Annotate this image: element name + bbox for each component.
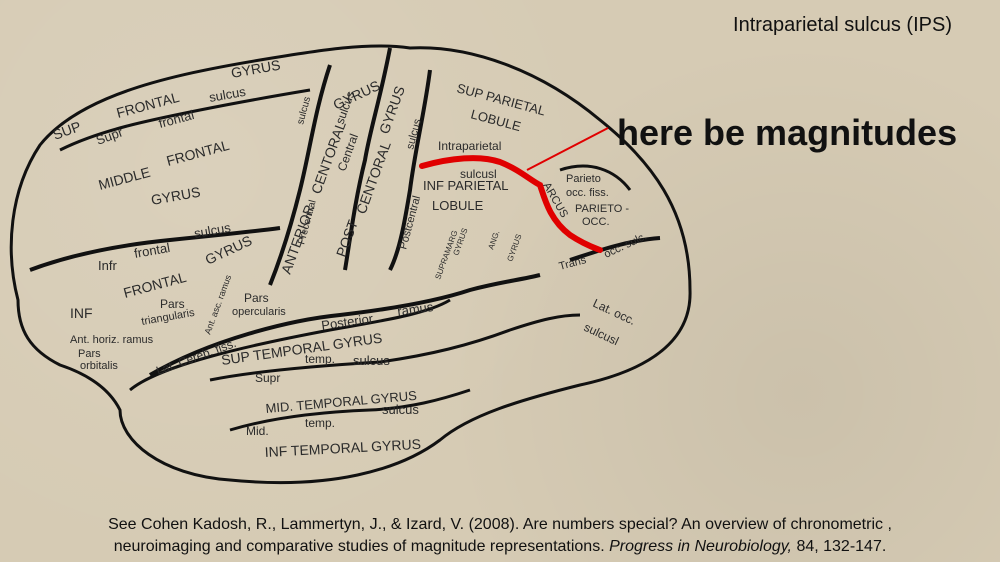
label-ramus: ramus xyxy=(396,299,434,319)
label-anterior: ANTERIOR xyxy=(278,203,318,276)
label-ant-horiz-ramus: Ant. horiz. ramus xyxy=(70,334,154,346)
label-post: POST xyxy=(333,217,361,259)
label-sulcus-t2: sulcus xyxy=(382,402,419,417)
label-lobule-inf: LOBULE xyxy=(432,198,484,213)
central-sulcus xyxy=(343,47,392,271)
inferior-frontal-sulcus xyxy=(29,226,281,272)
label-frontal-mid: FRONTAL xyxy=(165,137,231,169)
label-gyrus-top: GYRUS xyxy=(230,57,282,81)
precentral-sulcus xyxy=(268,64,332,286)
label-trans: Trans xyxy=(558,254,588,273)
transverse-occipital-sulcus xyxy=(569,236,661,262)
slide-title: Intraparietal sulcus (IPS) xyxy=(733,14,952,36)
superior-frontal-sulcus xyxy=(59,88,311,152)
superior-temporal-sulcus xyxy=(209,313,581,382)
label-infr: Infr xyxy=(98,258,117,273)
label-sulcusl2: sulcusl xyxy=(582,320,621,348)
label-sup-parietal: SUP PARIETAL xyxy=(455,80,547,118)
temporal-lobe-boundary xyxy=(129,298,451,392)
citation-tail: 84, 132-147. xyxy=(792,538,887,555)
citation-journal: Progress in Neurobiology, xyxy=(609,538,792,555)
label-frontal-small: frontal xyxy=(157,107,196,131)
pointer-line xyxy=(526,127,609,171)
label-frontal-infr: frontal xyxy=(133,240,171,261)
label-sulcus-t: sulcus xyxy=(353,353,390,368)
annotation-here-be-magnitudes: here be magnitudes xyxy=(617,112,957,153)
label-inf-parietal: INF PARIETAL xyxy=(423,178,508,193)
label-sulcus-small: sulcus xyxy=(208,84,247,105)
label-sulcusl: sulcusl xyxy=(460,167,497,181)
label-parieto-occ: PARIETO - xyxy=(575,203,629,215)
parieto-occipital-fissure xyxy=(559,164,632,191)
label-supr-t: Supr xyxy=(255,371,280,385)
label-parieto: Parieto xyxy=(566,173,601,185)
label-mid: Mid. xyxy=(246,424,269,438)
label-ang: ANG. xyxy=(486,229,501,250)
middle-temporal-sulcus xyxy=(229,388,471,432)
citation-line-1: See Cohen Kadosh, R., Lammertyn, J., & I… xyxy=(108,516,892,533)
label-occ-sulc: occ. sulc. xyxy=(602,230,649,260)
label-lat-occ: Lat. occ. xyxy=(591,296,638,328)
lateral-fissure xyxy=(148,273,541,377)
label-temp: temp. xyxy=(305,352,335,366)
label-occ: OCC. xyxy=(582,216,610,228)
label-posterior: Posterior xyxy=(320,311,374,333)
label-ant-asc-ramus: Ant. asc. ramus xyxy=(202,273,233,336)
brain-outline xyxy=(9,44,692,485)
label-postcentral: Postcentral xyxy=(397,195,423,251)
label-sup: SUP xyxy=(51,118,84,143)
ips-highlight xyxy=(419,155,603,253)
citation-line-2: neuroimaging and comparative studies of … xyxy=(48,536,952,558)
label-pars-orb-1: Pars xyxy=(78,348,101,360)
label-supr: Supr xyxy=(94,124,126,148)
label-inf: INF xyxy=(70,305,93,321)
label-pars-op-1: Pars xyxy=(244,291,269,305)
label-pars-op-2: opercularis xyxy=(232,306,286,318)
label-occ-fiss: occ. fiss. xyxy=(566,187,609,199)
label-sulcus-vertical: sulcus xyxy=(295,96,313,126)
label-gyrus-mid: GYRUS xyxy=(150,184,202,208)
label-sulcus-infr: sulcus xyxy=(193,220,232,241)
citation: See Cohen Kadosh, R., Lammertyn, J., & I… xyxy=(48,514,952,558)
label-inf-temporal: INF TEMPORAL GYRUS xyxy=(264,436,421,460)
label-pars-tri-1: Pars xyxy=(160,297,185,311)
label-middle: MIDDLE xyxy=(97,164,152,193)
label-gyrus-ang: GYRUS xyxy=(505,233,523,263)
postcentral-sulcus xyxy=(388,69,432,271)
citation-plain: neuroimaging and comparative studies of … xyxy=(113,538,610,555)
label-temp2: temp. xyxy=(305,416,335,430)
label-intraparietal: Intraparietal xyxy=(438,139,501,153)
label-pars-orb-2: orbitalis xyxy=(80,360,118,372)
